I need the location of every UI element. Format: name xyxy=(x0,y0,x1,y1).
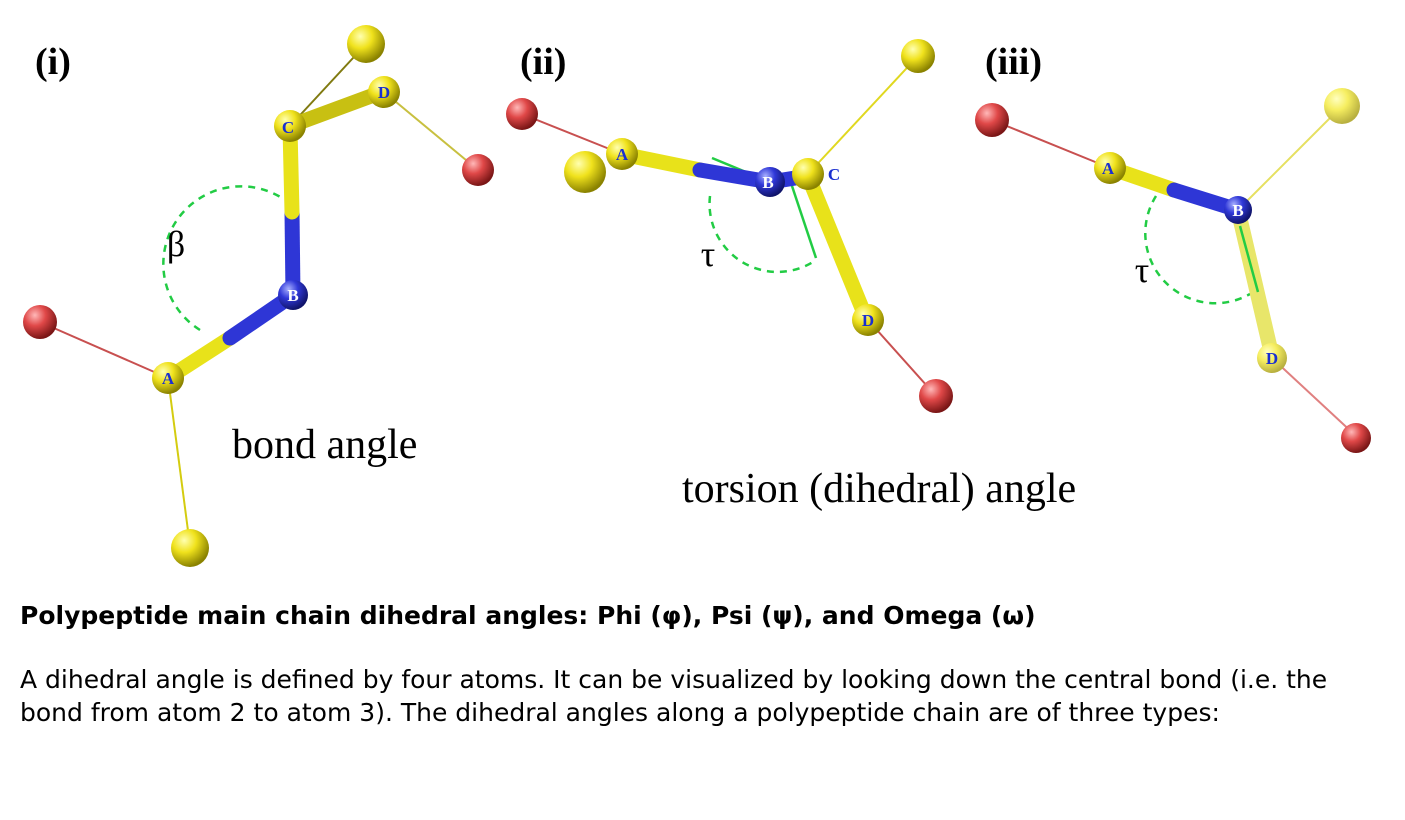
atom-label-d: D xyxy=(862,311,874,330)
panel-i: (i) A B C D β bond angle xyxy=(23,25,494,567)
atom-a xyxy=(606,138,638,170)
atom-red xyxy=(23,305,57,339)
atom-label-a: A xyxy=(162,369,175,388)
thin-bond xyxy=(383,91,479,171)
atom-red xyxy=(975,103,1009,137)
atom-d xyxy=(368,76,400,108)
thin-bond xyxy=(39,321,169,379)
angle-ray xyxy=(788,179,818,259)
intro-paragraph: A dihedral angle is defined by four atom… xyxy=(20,664,1328,728)
bond-c-d xyxy=(800,168,874,326)
panel-ii: (ii) A B C D τ torsion (dihedral) angle xyxy=(506,39,1076,512)
bond-b-c xyxy=(282,120,300,220)
angle-symbol-tau: τ xyxy=(1135,250,1149,290)
panel-ii-label: (ii) xyxy=(520,41,566,83)
thin-bond xyxy=(167,377,191,547)
atom-label-a: A xyxy=(616,145,629,164)
panel-i-label: (i) xyxy=(35,41,71,83)
angle-arc xyxy=(162,185,283,332)
angle-symbol-tau: τ xyxy=(701,234,715,274)
atom-label-b: B xyxy=(762,173,773,192)
bond-c-d xyxy=(282,84,390,134)
atom-yellow xyxy=(347,25,385,63)
atom-yellow xyxy=(171,529,209,567)
atom-b xyxy=(755,167,785,197)
atom-label-c: C xyxy=(828,165,840,184)
atom-red xyxy=(506,98,538,130)
figure-svg: (i) A B C D β bond angle (ii) xyxy=(23,25,1371,567)
angle-symbol-beta: β xyxy=(167,224,185,264)
panel-iii-label: (iii) xyxy=(985,41,1042,83)
atom-yellow xyxy=(564,151,606,193)
thin-bond xyxy=(1271,357,1357,437)
angle-arc xyxy=(708,195,817,274)
atom-label-a: A xyxy=(1102,159,1115,178)
thin-bond xyxy=(1237,105,1343,211)
caption-torsion-angle: torsion (dihedral) angle xyxy=(682,466,1076,512)
thin-bond xyxy=(991,119,1111,169)
angle-ray xyxy=(1238,225,1260,293)
thin-bond xyxy=(521,113,623,155)
atom-a xyxy=(152,362,184,394)
thin-bond xyxy=(807,55,919,175)
panel-iii: (iii) A B D τ xyxy=(975,41,1371,453)
atom-yellow xyxy=(901,39,935,73)
atom-a xyxy=(1094,152,1126,184)
section-heading: Polypeptide main chain dihedral angles: … xyxy=(20,601,1036,630)
caption-bond-angle: bond angle xyxy=(232,422,417,468)
atom-label-b: B xyxy=(287,286,298,305)
atom-b xyxy=(278,280,308,310)
atom-c xyxy=(792,158,824,190)
atom-label-b: B xyxy=(1232,201,1243,220)
atom-label-d: D xyxy=(1266,349,1278,368)
atom-label-d: D xyxy=(378,83,390,102)
atom-b xyxy=(1224,196,1252,224)
atom-yellow xyxy=(1324,88,1360,124)
angle-arc xyxy=(1144,195,1251,305)
atom-red xyxy=(462,154,494,186)
text-section: Polypeptide main chain dihedral angles: … xyxy=(20,600,1385,730)
atom-d xyxy=(852,304,884,336)
atom-label-c: C xyxy=(282,118,294,137)
molecular-angle-figure: (i) A B C D β bond angle (ii) xyxy=(23,25,1371,567)
atom-d xyxy=(1257,343,1287,373)
atom-red xyxy=(919,379,953,413)
atom-red xyxy=(1341,423,1371,453)
atom-c xyxy=(274,110,306,142)
